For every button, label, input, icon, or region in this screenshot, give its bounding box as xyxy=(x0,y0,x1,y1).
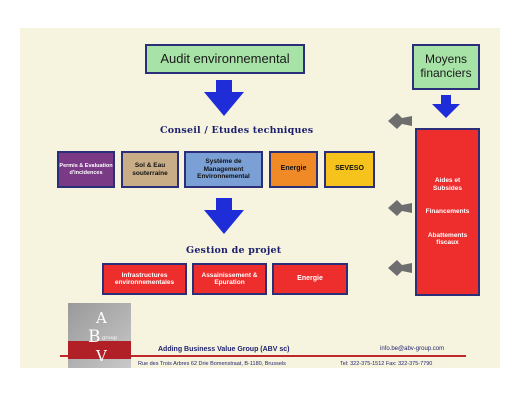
sol-label: Sol & Eau souterraine xyxy=(132,162,168,177)
logo-letter-b: B xyxy=(88,327,101,347)
energie-label: Energie xyxy=(280,165,307,173)
gestion-heading: Gestion de projet xyxy=(186,245,282,256)
audit-box: Audit environnemental xyxy=(145,44,305,74)
footer-address: Rue des Trois Arbres 62 Drie Bomenstraat… xyxy=(138,361,286,367)
energie-box: Energie xyxy=(269,151,318,188)
permis-box: Permis & Evaluation d'incidences xyxy=(57,151,115,188)
logo-letter-a: A xyxy=(96,309,107,327)
conseil-heading: Conseil / Etudes techniques xyxy=(160,125,314,136)
sme-label: Système de Management Environnemental xyxy=(197,158,250,181)
footer-company: Adding Business Value Group (ABV sc) xyxy=(158,346,290,353)
seveso-label: SEVESO xyxy=(335,165,364,173)
footer-email: info.be@abv-group.com xyxy=(380,346,445,352)
moyens-box: Moyens financiers xyxy=(412,44,480,90)
left-arrow-icon xyxy=(388,113,412,129)
seveso-box: SEVESO xyxy=(324,151,375,188)
abv-logo: A B group V xyxy=(68,303,131,368)
down-arrow-icon xyxy=(432,95,460,118)
down-arrow-icon xyxy=(204,80,244,116)
infrastructures-box: Infrastructures environnementales xyxy=(102,263,187,295)
sol-box: Sol & Eau souterraine xyxy=(121,151,179,188)
assainissement-box: Assainissement & Epuration xyxy=(192,263,267,295)
financial-box: Aides et Subsides Financements Abattemen… xyxy=(415,128,480,296)
assainissement-label: Assainissement & Epuration xyxy=(201,271,258,286)
moyens-label: Moyens financiers xyxy=(420,52,472,80)
left-arrow-icon xyxy=(388,260,412,276)
energie-gestion-box: Energie xyxy=(272,263,348,295)
footer-contact: Tel: 322-375-1512 Fax: 322-375-7790 xyxy=(340,361,433,367)
permis-label: Permis & Evaluation d'incidences xyxy=(59,163,113,176)
aides-label: Aides et Subsides xyxy=(433,177,462,192)
energie-gestion-label: Energie xyxy=(297,274,323,282)
sme-box: Système de Management Environnemental xyxy=(184,151,263,188)
logo-letter-v: V xyxy=(96,347,107,365)
infrastructures-label: Infrastructures environnementales xyxy=(114,271,175,286)
abattements-label: Abattements fiscaux xyxy=(427,231,468,247)
financements-label: Financements xyxy=(425,208,470,216)
left-arrow-icon xyxy=(388,200,412,216)
logo-red-band xyxy=(68,341,131,359)
down-arrow-icon xyxy=(204,198,244,234)
logo-group-text: group xyxy=(102,335,118,341)
audit-label: Audit environnemental xyxy=(160,50,290,66)
